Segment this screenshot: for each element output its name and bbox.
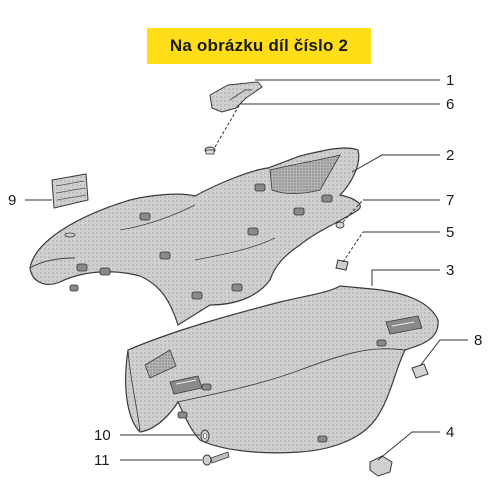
callout-3: 3 xyxy=(446,262,454,279)
part-10-washer xyxy=(200,429,210,443)
part-5-screw xyxy=(335,259,349,271)
part-11-screw xyxy=(202,451,230,466)
callout-10: 10 xyxy=(94,427,111,444)
callout-8: 8 xyxy=(474,332,482,349)
callout-1: 1 xyxy=(446,72,454,89)
callout-6: 6 xyxy=(446,96,454,113)
part-9-pad xyxy=(51,173,89,209)
title-text: Na obrázku díl číslo 2 xyxy=(169,36,349,55)
title-banner: Na obrázku díl číslo 2 xyxy=(147,28,371,64)
part-4-bolt xyxy=(369,455,393,477)
part-7-screw xyxy=(335,221,345,229)
leader-lines xyxy=(25,79,468,461)
part-1-cover xyxy=(209,81,263,113)
part-2-rear-cover xyxy=(29,147,361,326)
part-6-screw xyxy=(204,146,216,155)
part-3-front-cover xyxy=(125,285,439,454)
callout-9: 9 xyxy=(8,192,16,209)
callout-4: 4 xyxy=(446,424,454,441)
callout-5: 5 xyxy=(446,224,454,241)
callout-labels: 1 6 2 7 5 3 8 4 9 10 11 xyxy=(8,72,482,469)
callout-11: 11 xyxy=(94,452,110,469)
callout-7: 7 xyxy=(446,192,454,209)
part-8-clip xyxy=(411,363,429,379)
callout-2: 2 xyxy=(446,147,454,164)
